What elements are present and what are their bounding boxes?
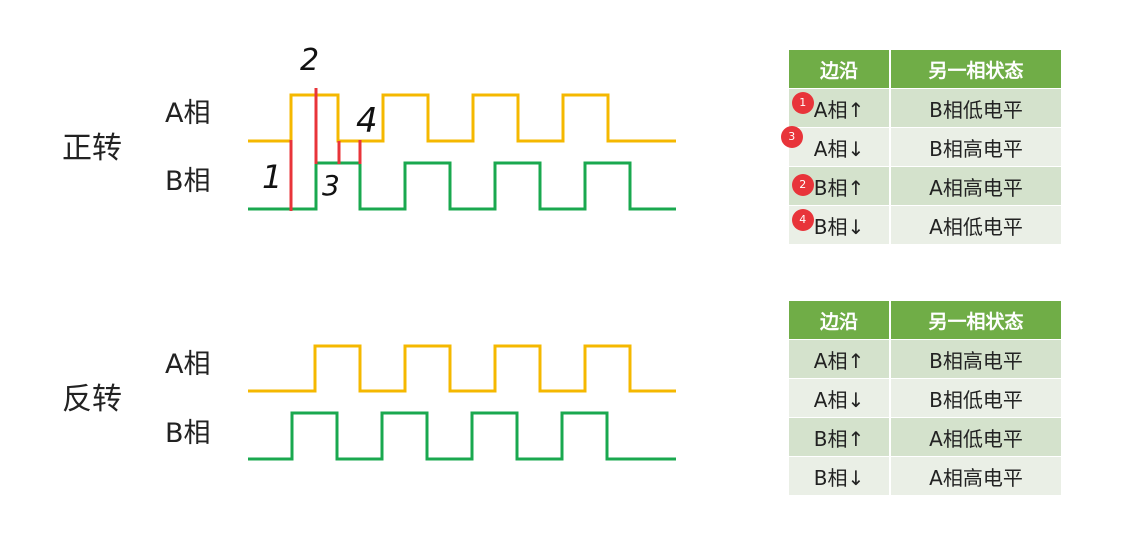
forward-label: 正转: [62, 131, 122, 166]
reverse-edge-table: 边沿 另一相状态 A相↑ B相高电平 A相↓ B相低电平 B相↑ A相低电平 B…: [789, 301, 1061, 495]
table-header-other-phase: 另一相状态: [890, 301, 1061, 340]
table-row: 2 B相↑ A相高电平: [789, 166, 1061, 206]
forward-phase-a-label: A相: [165, 98, 210, 129]
state-cell: A相低电平: [890, 205, 1061, 244]
table-header-edge: 边沿: [789, 301, 891, 340]
table-header-edge: 边沿: [789, 50, 891, 89]
table-row: 3 A相↓ B相高电平: [780, 125, 1061, 167]
reverse-phase-b-label: B相: [165, 418, 211, 449]
handwritten-4: 4: [356, 101, 378, 141]
handwritten-1: 1: [262, 158, 282, 196]
handwritten-2: 2: [300, 43, 319, 78]
table-header-other-phase: 另一相状态: [890, 50, 1061, 89]
reverse-phase-a-waveform: [248, 344, 676, 393]
edge-cell: B相↑: [813, 175, 865, 200]
reverse-label: 反转: [62, 382, 122, 417]
state-cell: B相高电平: [890, 127, 1061, 167]
edge-cell: A相↑: [789, 339, 891, 379]
badge-2: 2: [791, 173, 814, 196]
table-row: B相↓ A相高电平: [789, 456, 1061, 495]
badge-3: 3: [780, 125, 803, 148]
table-row: A相↑ B相高电平: [789, 339, 1061, 379]
state-cell: B相低电平: [890, 378, 1061, 418]
reverse-phase-b-waveform: [248, 411, 676, 461]
forward-phase-a-waveform: [248, 93, 676, 143]
table-row: 1 A相↑ B相低电平: [789, 88, 1061, 128]
state-cell: A相高电平: [890, 456, 1061, 495]
forward-edge-markers: [289, 88, 362, 211]
edge-cell: A相↓: [789, 378, 891, 418]
badge-1: 1: [791, 91, 814, 114]
table-row: 4 B相↓ A相低电平: [789, 205, 1061, 244]
state-cell: A相高电平: [890, 166, 1061, 206]
forward-phase-b-label: B相: [165, 166, 211, 197]
edge-cell: B相↓: [789, 456, 891, 495]
forward-phase-b-waveform: [248, 161, 676, 211]
handwritten-3: 3: [322, 169, 340, 202]
reverse-phase-a-label: A相: [165, 349, 210, 380]
edge-cell: A相↑: [813, 97, 865, 122]
state-cell: B相低电平: [890, 88, 1061, 128]
badge-4: 4: [791, 208, 814, 231]
table-row: A相↓ B相低电平: [789, 378, 1061, 418]
table-row: B相↑ A相低电平: [789, 417, 1061, 457]
edge-cell: B相↓: [813, 214, 865, 239]
state-cell: B相高电平: [890, 339, 1061, 379]
state-cell: A相低电平: [890, 417, 1061, 457]
edge-cell: B相↑: [789, 417, 891, 457]
edge-cell: A相↓: [813, 136, 865, 161]
forward-edge-table: 边沿 另一相状态 1 A相↑ B相低电平 3 A相↓ B相高电平 2 B相↑ A…: [780, 50, 1061, 244]
